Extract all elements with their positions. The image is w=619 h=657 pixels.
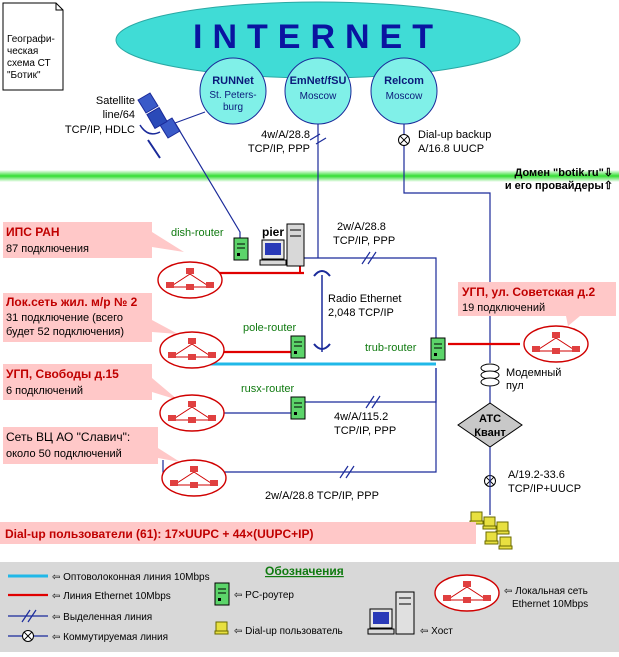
provider-runnet: RUNNet St. Peters- burg: [199, 57, 267, 125]
link-emnet-label: TCP/IP, PPP: [248, 143, 310, 155]
internet-title: INTERNET: [193, 18, 443, 56]
leased-lines: [162, 122, 491, 473]
site-desc: 19 подключений: [462, 302, 545, 314]
legend-lan-label: ⇦ Локальная сеть: [504, 586, 588, 597]
lan-ips-ran: [157, 261, 223, 299]
modem-pool-label: Модемный: [506, 367, 561, 379]
trub-router-label: trub-router: [365, 342, 417, 354]
site-desc: 6 подключений: [6, 385, 83, 397]
legend-lan-label: Ethernet 10Mbps: [512, 599, 588, 610]
link-pier-trub-label: 2w/A/28.8: [337, 221, 386, 233]
note-line: ческая: [7, 46, 38, 57]
dialup-bar: [0, 522, 476, 544]
lan-ugp-sovetskaya: [523, 325, 589, 363]
rusx-router-label: rusx-router: [241, 383, 295, 395]
site-desc: 87 подключения: [6, 243, 89, 255]
domain-label: Домен "botik.ru"⇩: [515, 167, 613, 179]
site-desc: 31 подключение (всего: [6, 312, 123, 324]
site-title: Лок.сеть жил. м/р № 2: [6, 295, 138, 309]
lan-lok-set: [159, 331, 225, 369]
link-rusx-label: TCP/IP, PPP: [334, 425, 396, 437]
legend-fiber-label: ⇦ Оптоволоконная линия 10Mbps: [52, 572, 210, 583]
modem-pool-label: пул: [506, 380, 524, 392]
note-line: схема СТ: [7, 58, 51, 69]
site-ips-ran: ИПС РАН 87 подключения: [3, 222, 184, 258]
legend-host-icon: [367, 591, 415, 635]
rusx-router-icon: [290, 396, 306, 420]
site-desc: будет 52 подключения): [6, 326, 124, 338]
dish-router-label: dish-router: [171, 227, 224, 239]
link-relcom-label: A/16.8 UUCP: [418, 143, 484, 155]
lan-slavich: [161, 459, 227, 497]
note-box: Географи- ческая схема СТ "Ботик": [2, 2, 64, 91]
site-desc: около 50 подключений: [6, 448, 122, 460]
site-title: ИПС РАН: [6, 225, 60, 239]
satellite-label: Satellite: [96, 95, 135, 107]
leased-break-marks: [309, 133, 381, 479]
site-title: УГП, Свободы д.15: [6, 367, 119, 381]
site-ugp-sovetskaya: УГП, ул. Советская д.2 19 подключений: [458, 282, 616, 326]
legend-dialup-user-label: ⇦ Dial-up пользователь: [234, 626, 343, 637]
legend-lan-icon: [434, 574, 500, 612]
site-slavich: Сеть ВЦ АО "Славич": около 50 подключени…: [3, 427, 180, 464]
legend-pc-router-label: ⇦ PC-роутер: [234, 590, 294, 601]
provider-city: Moscow: [300, 91, 337, 102]
satellite-label: TCP/IP, HDLC: [65, 124, 135, 136]
link-emnet-label: 4w/A/28.8: [261, 129, 310, 141]
pier-host-icon: [259, 223, 305, 267]
ats-link-label: TCP/IP+UUCP: [508, 483, 581, 495]
site-title: Сеть ВЦ АО "Славич":: [6, 430, 130, 444]
provider-name: EmNet/fSU: [290, 75, 347, 87]
provider-name: Relcom: [384, 75, 424, 87]
radio-label: 2,048 TCP/IP: [328, 307, 394, 319]
provider-city: St. Peters-: [209, 90, 256, 101]
link-pier-trub-label: TCP/IP, PPP: [333, 235, 395, 247]
radio-ethernet-link: [313, 270, 331, 352]
provider-relcom: Relcom Moscow: [370, 57, 438, 125]
legend-title: Обозначения: [265, 564, 344, 578]
legend-host-label: ⇦ Хост: [420, 626, 453, 637]
link-bottom-label: 2w/A/28.8 TCP/IP, PPP: [265, 490, 379, 502]
ats-label: Квант: [474, 427, 506, 439]
ats-link-label: A/19.2-33.6: [508, 469, 565, 481]
provider-city: Moscow: [386, 91, 423, 102]
ats-kvant-icon: [457, 402, 523, 448]
dialup-bar-label: Dial-up пользователи (61): 17×UUPC + 44×…: [5, 527, 313, 541]
pier-label: pier: [262, 225, 284, 239]
lan-ugp-svobody: [159, 394, 225, 432]
site-lok-set: Лок.сеть жил. м/р № 2 31 подключение (вс…: [3, 293, 178, 342]
dish-router-icon: [233, 237, 249, 261]
provider-city: burg: [223, 102, 243, 113]
switched-line-icon: [398, 134, 410, 146]
link-relcom-label: Dial-up backup: [418, 129, 491, 141]
provider-emnet: EmNet/fSU Moscow: [284, 57, 352, 125]
link-rusx-label: 4w/A/115.2: [334, 411, 388, 423]
trub-router-icon: [430, 337, 446, 361]
ats-label: АТС: [479, 413, 501, 425]
satellite-icon: [137, 92, 206, 159]
pole-router-icon: [290, 335, 306, 359]
radio-label: Radio Ethernet: [328, 293, 401, 305]
legend-switched-label: ⇦ Коммутируемая линия: [52, 632, 168, 643]
dialup-users-icon: [469, 511, 513, 550]
note-line: Географи-: [7, 33, 55, 45]
legend-dialup-user-icon: [214, 621, 229, 635]
provider-name: RUNNet: [212, 75, 254, 87]
domain-band: [0, 170, 619, 182]
note-line: "Ботик": [7, 70, 41, 81]
legend-leased-label: ⇦ Выделенная линия: [52, 612, 152, 623]
legend-pc-router-icon: [214, 582, 230, 606]
site-ugp-svobody: УГП, Свободы д.15 6 подключений: [3, 364, 178, 400]
pole-router-label: pole-router: [243, 322, 297, 334]
site-title: УГП, ул. Советская д.2: [462, 285, 595, 299]
satellite-label: line/64: [103, 109, 135, 121]
legend-ethernet-label: ⇦ Линия Ethernet 10Mbps: [52, 591, 171, 602]
modem-pool-icon: [480, 363, 500, 387]
domain-label: и его провайдеры⇧: [505, 180, 613, 192]
legend: Обозначения ⇦ Оптоволоконная линия 10Mbp…: [0, 562, 619, 652]
